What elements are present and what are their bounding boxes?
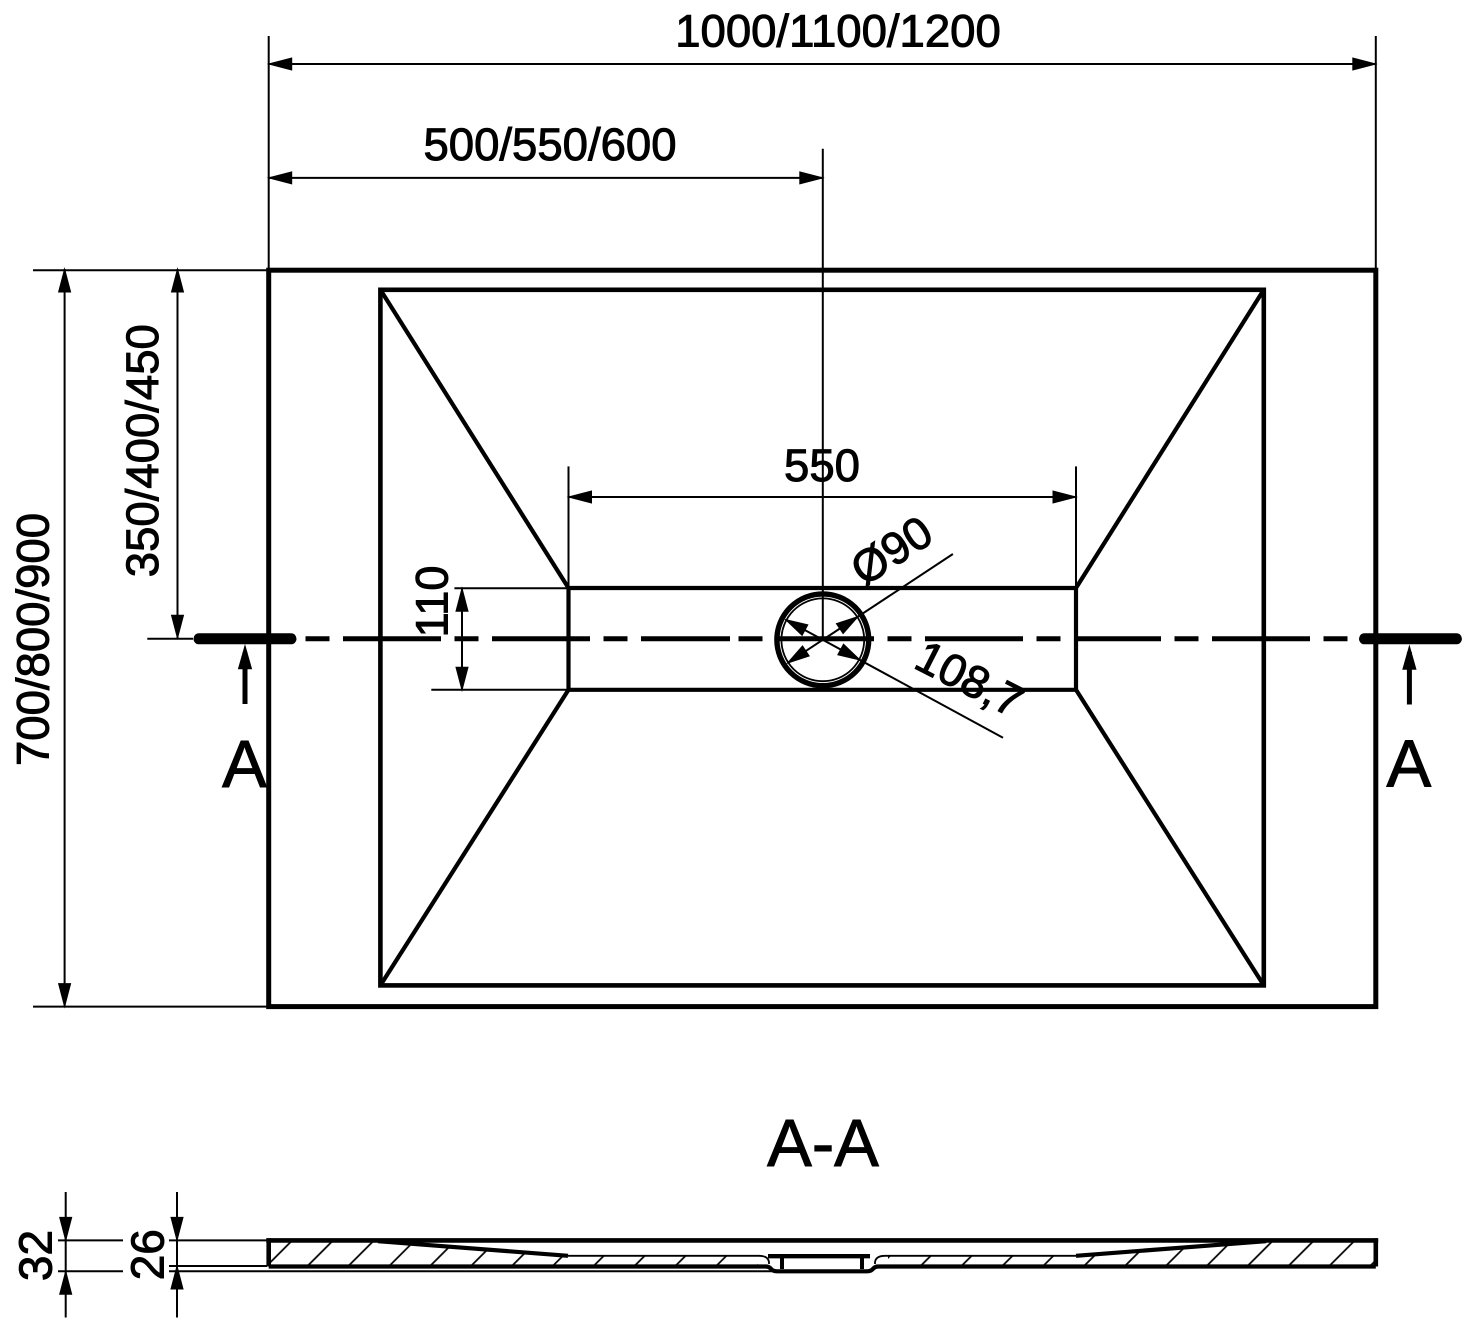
svg-text:Ø90: Ø90	[842, 506, 942, 596]
svg-text:550: 550	[784, 440, 860, 491]
svg-text:1000/1100/1200: 1000/1100/1200	[675, 5, 1001, 56]
svg-text:A-A: A-A	[767, 1106, 879, 1181]
svg-text:32: 32	[10, 1230, 62, 1281]
svg-text:26: 26	[122, 1229, 174, 1280]
svg-text:A: A	[222, 727, 267, 802]
svg-text:A: A	[1387, 727, 1432, 802]
svg-text:500/550/600: 500/550/600	[423, 119, 676, 170]
svg-text:700/800/900: 700/800/900	[8, 513, 59, 766]
svg-text:110: 110	[407, 566, 458, 638]
svg-text:108,7: 108,7	[907, 630, 1032, 727]
svg-text:350/400/450: 350/400/450	[117, 324, 168, 577]
